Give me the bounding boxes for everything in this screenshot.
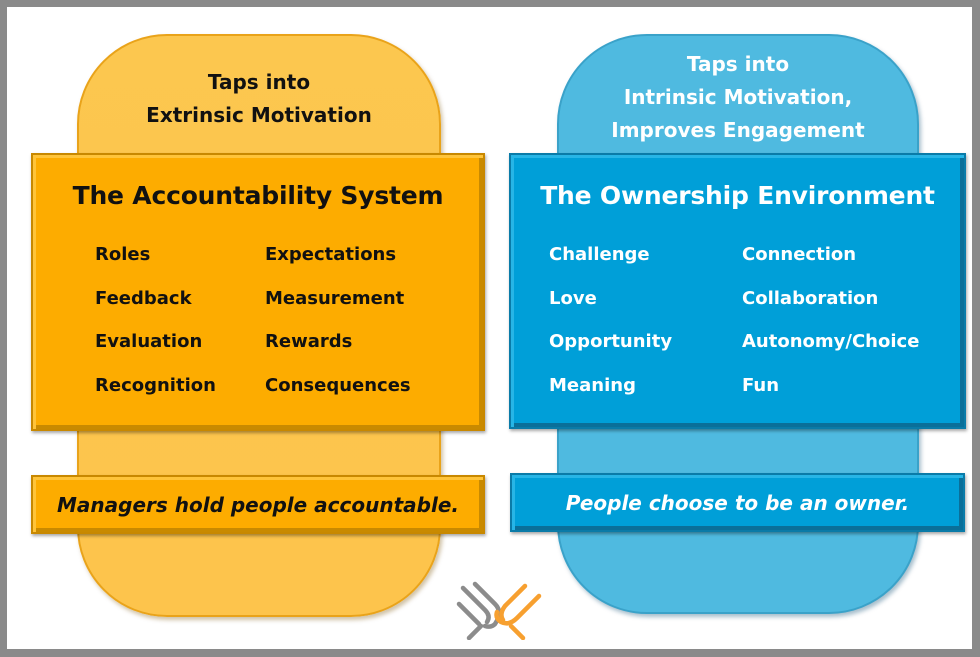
accountability-item: Rewards (265, 331, 353, 352)
ownership-item: Love (549, 287, 597, 309)
accountability-items: Roles Expectations Feedback Measurement … (95, 233, 435, 407)
accountability-item: Measurement (265, 287, 405, 309)
accountability-footer-bar: Managers hold people accountable. (31, 475, 485, 534)
ownership-footer-bar: People choose to be an owner. (510, 473, 965, 532)
ownership-item: Meaning (549, 374, 636, 396)
accountability-system-box: The Accountability System Roles Expectat… (31, 153, 485, 431)
ownership-items: Challenge Connection Love Collaboration … (549, 233, 942, 407)
accountability-item: Evaluation (95, 331, 203, 352)
accountability-item: Feedback (95, 287, 192, 309)
accountability-system-title: The Accountability System (72, 181, 444, 210)
ownership-item: Fun (742, 374, 780, 396)
accountability-item: Expectations (265, 244, 397, 265)
ownership-item: Connection (742, 244, 857, 265)
intrinsic-motivation-header: Taps into Intrinsic Motivation, Improves… (559, 48, 917, 147)
header-line: Intrinsic Motivation, (623, 85, 853, 109)
ownership-item: Opportunity (549, 331, 673, 352)
ownership-footer-text: People choose to be an owner. (565, 490, 910, 515)
extrinsic-motivation-header: Taps into Extrinsic Motivation (79, 66, 439, 132)
ownership-item: Challenge (549, 244, 650, 265)
header-line: Improves Engagement (611, 118, 865, 142)
header-line: Taps into (207, 70, 311, 94)
header-line: Extrinsic Motivation (146, 103, 372, 127)
accountability-item: Recognition (95, 374, 216, 396)
interlinked-hands-logo-icon (455, 580, 545, 641)
ownership-item: Collaboration (742, 287, 879, 309)
accountability-item: Consequences (265, 374, 411, 396)
ownership-environment-box: The Ownership Environment Challenge Conn… (509, 153, 966, 429)
header-line: Taps into (686, 52, 790, 76)
accountability-item: Roles (95, 244, 151, 265)
ownership-environment-title: The Ownership Environment (540, 181, 935, 210)
ownership-item: Autonomy/Choice (742, 331, 920, 352)
accountability-footer-text: Managers hold people accountable. (57, 492, 459, 517)
